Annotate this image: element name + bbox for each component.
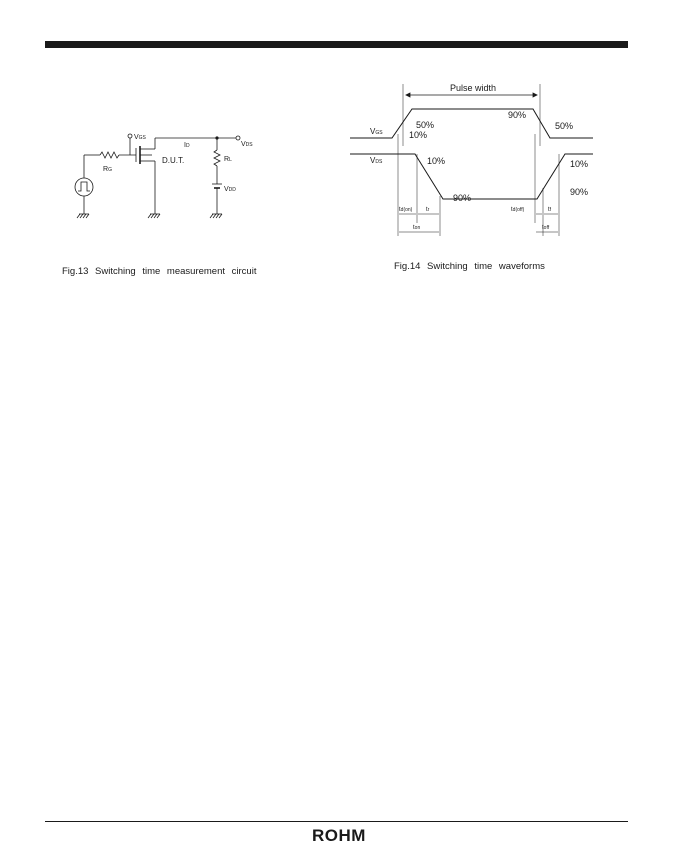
td-on-label: td(on) xyxy=(399,207,413,213)
vgs-label: VGS xyxy=(370,127,383,136)
switching-circuit-diagram: VGS ID VDS RG RL D.U.T. VDD xyxy=(74,133,253,219)
vds-low-90-label: 90% xyxy=(453,193,471,203)
tr-label: tr xyxy=(426,207,430,213)
td-off-label: td(off) xyxy=(511,207,525,213)
vgs-fall-50-label: 50% xyxy=(555,121,573,131)
svg-text:ROHM: ROHM xyxy=(312,826,366,845)
ton-label: ton xyxy=(413,225,420,231)
vds-fall-10-label: 10% xyxy=(427,156,445,166)
fig14-caption: Fig.14 Switching time waveforms xyxy=(394,261,545,272)
vgs-waveform xyxy=(350,108,593,139)
vdd-label: VDD xyxy=(224,186,236,193)
gate-resistor-icon xyxy=(99,151,120,159)
vds-label: VDS xyxy=(370,156,383,165)
rl-label: RL xyxy=(224,156,232,163)
header-bar xyxy=(45,41,628,48)
vgs-fall-90-label: 90% xyxy=(508,110,526,120)
fig13-caption: Fig.13 Switching time measurement circui… xyxy=(62,266,257,277)
vds-label: VDS xyxy=(241,141,253,148)
dut-label: D.U.T. xyxy=(162,156,184,165)
toff-label: toff xyxy=(542,225,550,231)
vgs-label: VGS xyxy=(134,134,147,141)
vgs-rise-10-label: 10% xyxy=(409,130,427,140)
pulse-width-label: Pulse width xyxy=(450,83,496,93)
footer-rule xyxy=(45,821,628,822)
pulse-generator-icon xyxy=(74,177,94,197)
load-resistor-icon xyxy=(213,149,221,167)
id-label: ID xyxy=(184,142,190,149)
vds-rise-10-label: 10% xyxy=(570,159,588,169)
switching-waveform-diagram: Pulse width VGS VDS 50% 10% 90% 50% 10% … xyxy=(350,83,593,236)
tf-label: tf xyxy=(548,207,552,213)
vds-rise-90-label: 90% xyxy=(570,187,588,197)
vds-waveform xyxy=(350,153,593,200)
rohm-logo: ROHM xyxy=(312,826,366,845)
vgs-rise-50-label: 50% xyxy=(416,120,434,130)
rg-label: RG xyxy=(103,166,112,173)
